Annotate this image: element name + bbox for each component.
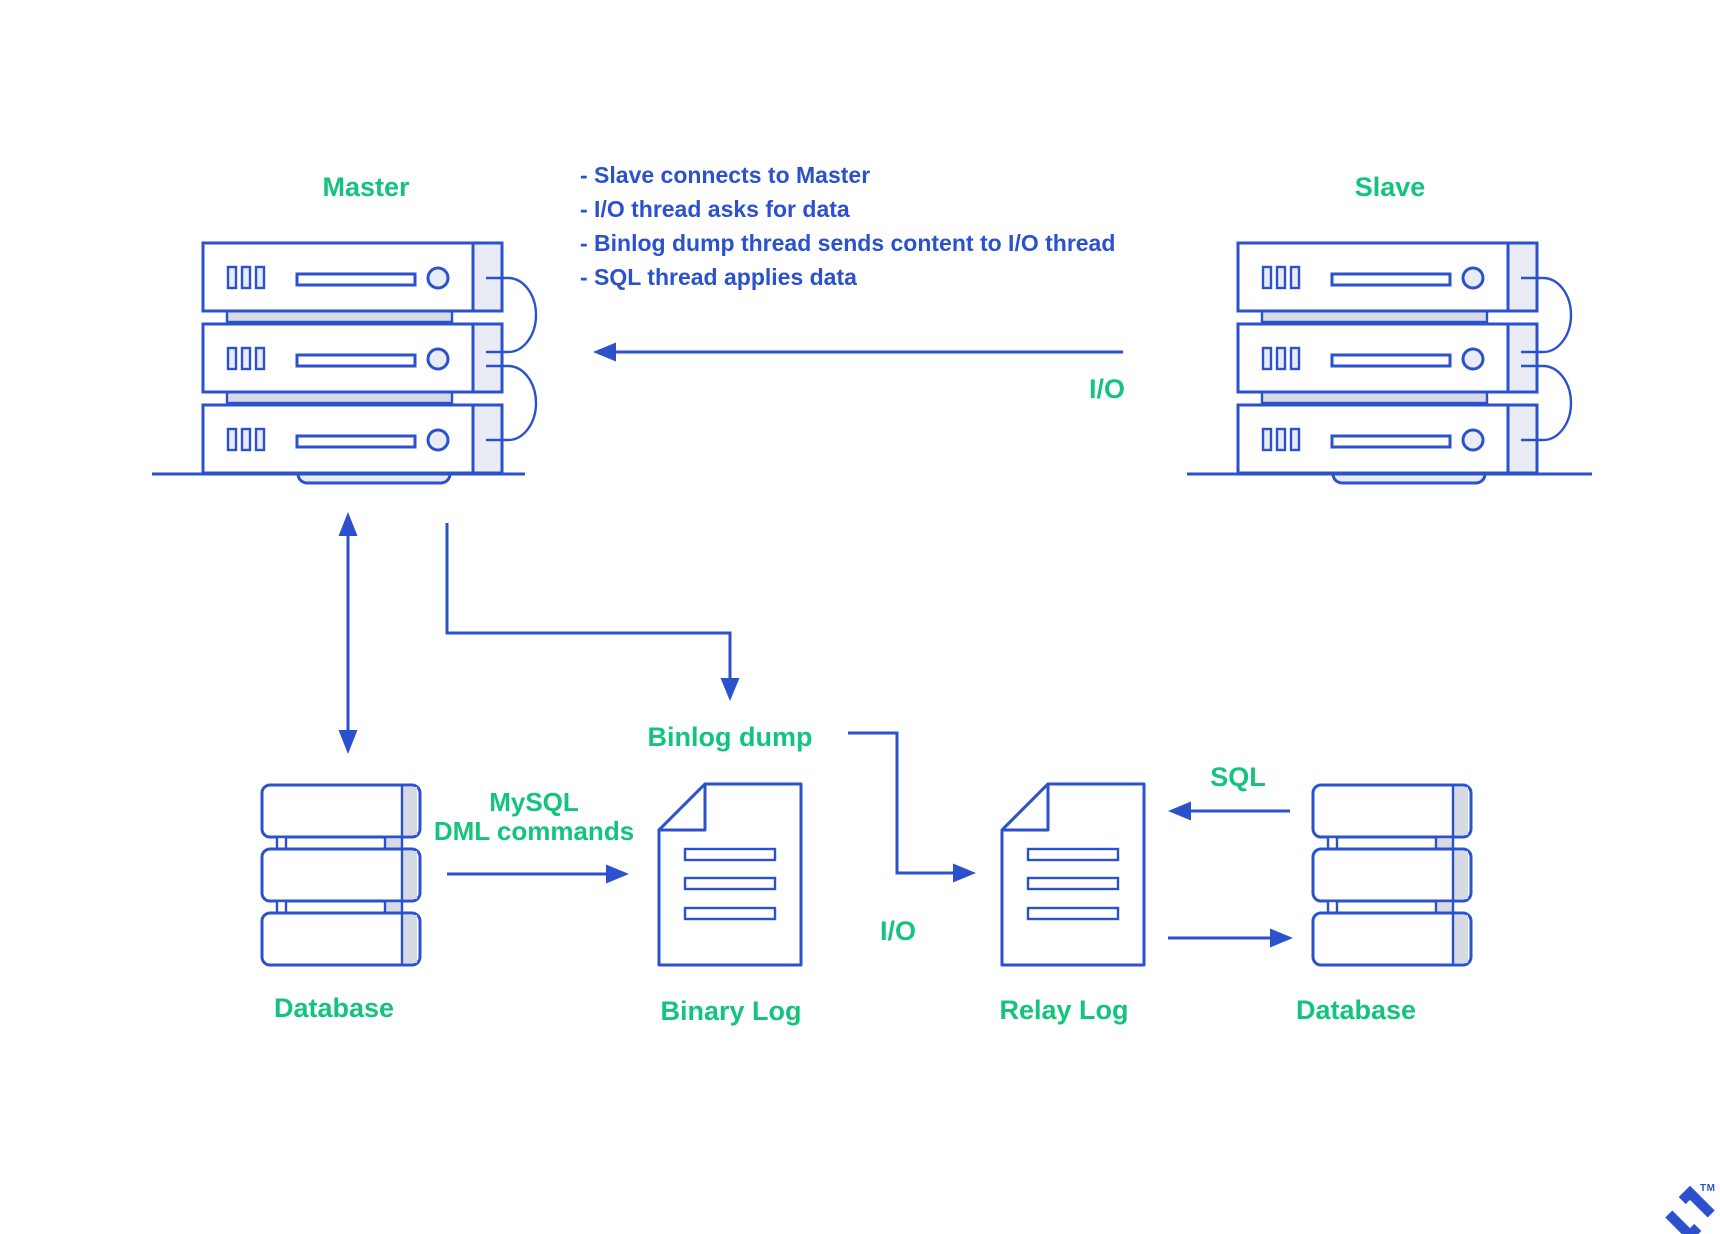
- database-to-binary-log-arrow: [447, 864, 629, 884]
- note-line: - Slave connects to Master: [580, 162, 871, 188]
- server-unit: [201, 241, 504, 325]
- toptal-logo-icon: [1665, 1185, 1715, 1234]
- database-right-label: Database: [1295, 995, 1417, 1025]
- master-server-stack-icon: [152, 241, 538, 485]
- cable: [486, 276, 538, 354]
- cable: [1521, 364, 1573, 442]
- server-unit: [201, 403, 504, 485]
- binlog-dump-label: Binlog dump: [647, 722, 813, 752]
- io-arrow-slave-to-master: [593, 342, 1123, 362]
- server-unit: [201, 322, 504, 406]
- replication-notes: - Slave connects to Master - I/O thread …: [580, 158, 1115, 294]
- slave-label: Slave: [1354, 172, 1426, 202]
- binary-log-document-icon: [657, 782, 803, 967]
- database-right-icon: [1311, 783, 1473, 967]
- relay-log-to-database-arrow: [1168, 928, 1293, 948]
- note-line: - Binlog dump thread sends content to I/…: [580, 230, 1116, 256]
- master-label: Master: [322, 172, 410, 202]
- sql-label: SQL: [1210, 762, 1266, 792]
- sql-arrow-database-to-relay-log: [1168, 801, 1290, 821]
- server-unit: [1236, 322, 1539, 406]
- database-left-icon: [260, 783, 422, 967]
- server-unit: [1236, 241, 1539, 325]
- mysql-label-line1: MySQL: [489, 787, 579, 817]
- relay-log-label: Relay Log: [999, 995, 1129, 1025]
- database-left-label: Database: [273, 993, 395, 1023]
- trademark-label: TM: [1700, 1183, 1716, 1194]
- binlog-dump-to-relay-log-connector: [848, 731, 976, 883]
- mysql-dml-label: MySQL DML commands: [434, 788, 634, 846]
- slave-server-stack-icon: [1187, 241, 1592, 485]
- cable: [1521, 276, 1573, 354]
- io-bottom-label: I/O: [879, 916, 917, 946]
- server-unit: [1236, 403, 1539, 485]
- master-database-double-arrow: [338, 512, 358, 754]
- cable: [486, 364, 538, 442]
- io-top-label: I/O: [1088, 374, 1126, 404]
- master-to-binlog-dump-connector: [445, 523, 740, 701]
- note-line: - I/O thread asks for data: [580, 196, 850, 222]
- note-line: - SQL thread applies data: [580, 264, 857, 290]
- mysql-label-line2: DML commands: [433, 816, 635, 846]
- binary-log-label: Binary Log: [660, 996, 802, 1026]
- relay-log-document-icon: [1000, 782, 1146, 967]
